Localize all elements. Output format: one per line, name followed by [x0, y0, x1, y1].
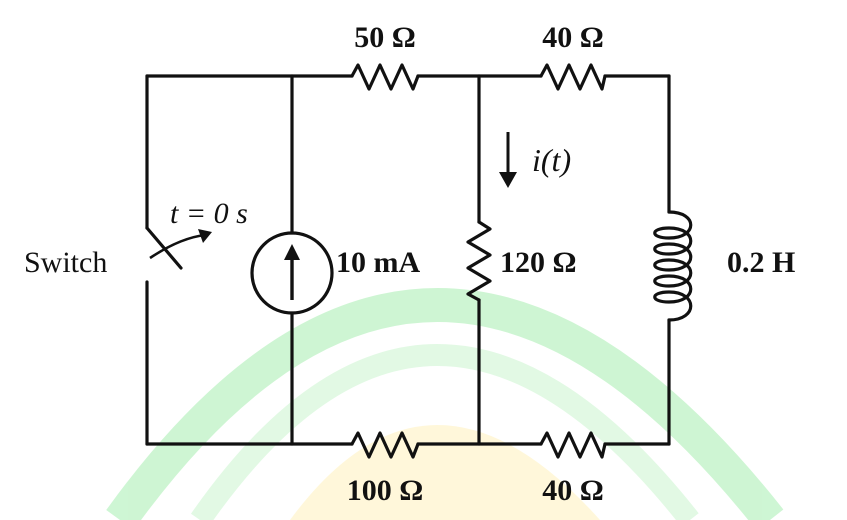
source-arrow-icon — [284, 244, 300, 260]
wires — [145, 74, 671, 446]
label-r-bottom-left: 100 Ω — [347, 474, 424, 507]
resistor-top-right — [539, 63, 607, 91]
switch-arrow-icon — [198, 229, 212, 243]
label-source: 10 mA — [336, 246, 420, 279]
resistor-bottom-right — [539, 431, 607, 459]
arrow-down-icon — [499, 172, 517, 188]
label-r-bottom-right: 40 Ω — [542, 474, 604, 507]
resistor-bottom-left — [350, 431, 420, 459]
current-arrow — [499, 132, 517, 188]
watermark — [106, 288, 784, 520]
label-r-middle: 120 Ω — [500, 246, 577, 279]
current-source — [250, 231, 334, 315]
resistor-top-left — [350, 63, 420, 91]
label-current: i(t) — [532, 142, 571, 178]
label-r-top-left: 50 Ω — [354, 21, 416, 54]
resistor-middle — [466, 220, 492, 302]
switch — [145, 226, 212, 270]
label-switch-time: t = 0 s — [170, 197, 248, 230]
label-switch: Switch — [24, 246, 107, 279]
label-inductor: 0.2 H — [727, 246, 795, 279]
label-r-top-right: 40 Ω — [542, 21, 604, 54]
inductor-coil — [653, 210, 693, 322]
